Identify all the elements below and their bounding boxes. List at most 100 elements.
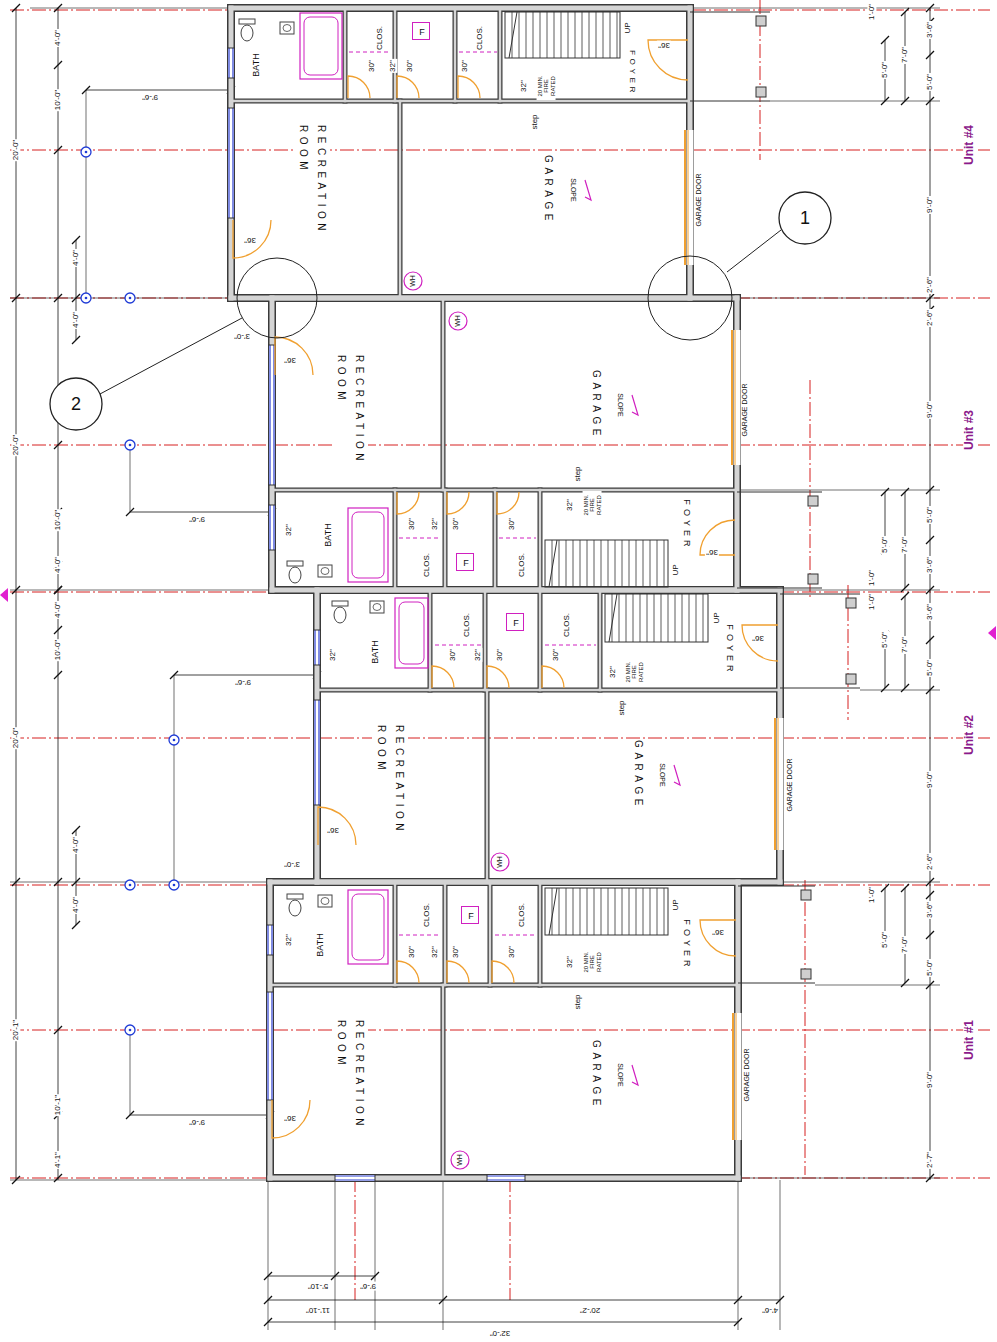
porch-edge [690, 101, 770, 102]
dimension-text: GARAGE DOOR [786, 758, 794, 813]
slope-arrow [632, 395, 638, 415]
garage-door [688, 130, 689, 265]
foyer: FOYER [712, 594, 778, 686]
furnace-box-text: F [512, 618, 520, 628]
stair-tread [622, 540, 623, 587]
wall [270, 1176, 738, 1181]
stair-tread [647, 594, 648, 642]
window [313, 700, 321, 701]
wall [486, 690, 489, 882]
dimension-text: GARAGE DOOR [695, 173, 703, 228]
wall [441, 298, 446, 490]
window [228, 48, 234, 78]
window [313, 630, 321, 631]
stair-tread [640, 594, 641, 642]
dimension-line [86, 90, 231, 91]
wall [778, 590, 783, 882]
dimension-line [268, 1300, 780, 1301]
dimension-text: 4'-0" [53, 556, 62, 574]
wall [343, 8, 348, 101]
stair-tread [559, 540, 560, 587]
garage-text: SLOPE [569, 177, 577, 202]
garage-text: GARAGE [632, 739, 644, 811]
recreation-room-text: RECREATION ROOM [332, 1019, 368, 1131]
window [266, 1100, 274, 1101]
dimension-text: 2'-7" [925, 1151, 934, 1169]
extension-line [174, 675, 175, 885]
grid-marker [81, 147, 91, 157]
dimension-line [58, 590, 59, 1180]
water-heater-circle [449, 312, 467, 330]
stair-tread [587, 888, 588, 935]
section-mark [988, 626, 996, 640]
dimension-text: UP [671, 898, 680, 911]
dimension-text: 30" [367, 59, 376, 73]
wall [776, 590, 784, 882]
window [271, 992, 272, 1100]
porch-edge [737, 492, 822, 493]
wall [227, 8, 235, 298]
dimension-text: 30" [448, 648, 457, 662]
closet-rod [499, 538, 536, 539]
foyer-text: FOYER [627, 49, 636, 97]
porch-post [756, 16, 766, 26]
toilet [287, 894, 303, 899]
recreation-room-text: RECREATION ROOM [332, 354, 368, 466]
stair-break [549, 540, 557, 587]
extension-line [30, 8, 231, 9]
grid-marker [81, 293, 91, 303]
callout-circle [50, 378, 102, 430]
water-heater-text: WH [409, 274, 417, 288]
wall [538, 490, 543, 590]
door-swing [272, 1100, 310, 1138]
closet-text: CLOS. [517, 552, 526, 578]
bathtub [395, 598, 428, 668]
door-swing [348, 76, 370, 98]
door-note: 20 MIN. FIRE RATED [537, 72, 556, 100]
unit-label: Unit #2 [963, 714, 977, 756]
closet: CLOS. [347, 10, 393, 98]
garage-text: SLOPE [616, 1062, 624, 1087]
wall [272, 488, 737, 493]
water-heater-text: WH [456, 1153, 464, 1167]
sink [370, 601, 384, 613]
garage: GARAGESLOPEWH [446, 988, 736, 1176]
stair-tread [608, 540, 609, 587]
window [314, 700, 315, 805]
grid-marker [125, 1025, 135, 1035]
stair-tread [619, 594, 620, 642]
extension-line [737, 490, 940, 491]
dimension-text: 30" [451, 517, 460, 531]
stair-tread [608, 888, 609, 935]
dimension-text: step [617, 699, 626, 716]
toilet [287, 561, 303, 566]
stair-tread [629, 888, 630, 935]
dim-tick [881, 884, 889, 892]
stair-break [549, 888, 557, 935]
dim-tick [54, 1026, 62, 1034]
dimension-text: 10'-1" [53, 1094, 62, 1116]
closet-rod [349, 52, 391, 53]
wall [270, 880, 738, 885]
extension-line [780, 882, 940, 883]
dimension-text: 36" [705, 547, 719, 556]
foyer-text: FOYER [682, 918, 692, 971]
stair-tread [568, 12, 569, 58]
wall [344, 8, 347, 101]
dimension-text: 4'-0" [71, 836, 80, 854]
closet-text: CLOS. [475, 25, 484, 51]
stair-tread [661, 594, 662, 642]
dimension-text: 5'-0" [925, 959, 934, 977]
window [273, 505, 274, 550]
extension-line [10, 882, 270, 883]
stair-tread [603, 12, 604, 58]
door-note: 20 MIN. FIRE RATED [583, 491, 602, 519]
dimension-text: 36" [283, 1113, 297, 1122]
water-heater-circle [404, 272, 422, 290]
stair-tread [594, 540, 595, 587]
callout-circle [779, 192, 831, 244]
wall [398, 101, 403, 298]
garage-text: GARAGE [590, 369, 602, 441]
stair-tread [650, 540, 651, 587]
